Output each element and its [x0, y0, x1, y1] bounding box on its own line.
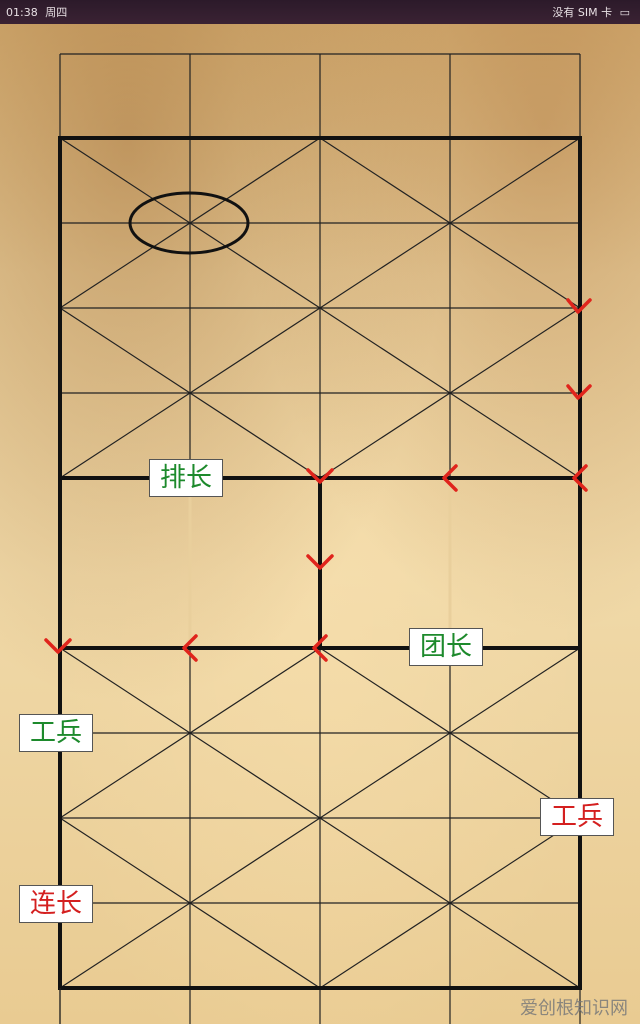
arrow-left-icon	[572, 464, 588, 492]
piece-engineer-right[interactable]: 工兵	[540, 798, 615, 836]
highlight-ring	[128, 191, 250, 255]
board-grid	[44, 53, 592, 1024]
sim-status: 没有 SIM 卡	[552, 6, 613, 19]
arrow-left-icon	[312, 634, 328, 662]
piece-engineer-left[interactable]: 工兵	[19, 714, 94, 752]
status-bar: 01:38 周四 没有 SIM 卡 ▭	[0, 0, 640, 24]
status-weekday: 周四	[45, 6, 68, 19]
piece-company-leader[interactable]: 连长	[19, 885, 94, 923]
game-board[interactable]: 排长 团长 工兵 工兵 连长 爱创根知识网	[0, 24, 640, 1024]
arrow-down-icon	[566, 298, 592, 314]
arrow-left-icon	[182, 634, 198, 662]
watermark: 爱创根知识网	[520, 998, 628, 1019]
status-right: 没有 SIM 卡 ▭	[552, 4, 634, 20]
arrow-down-icon	[566, 384, 592, 400]
arrow-down-icon	[306, 554, 334, 570]
status-time: 01:38	[6, 6, 38, 19]
piece-regiment-leader[interactable]: 团长	[409, 628, 484, 666]
battery-icon: ▭	[619, 6, 630, 19]
arrow-left-icon	[442, 464, 458, 492]
arrow-down-icon	[306, 468, 334, 484]
arrow-down-icon	[44, 638, 72, 654]
status-left: 01:38 周四	[6, 4, 71, 20]
piece-platoon-leader[interactable]: 排长	[149, 459, 224, 497]
